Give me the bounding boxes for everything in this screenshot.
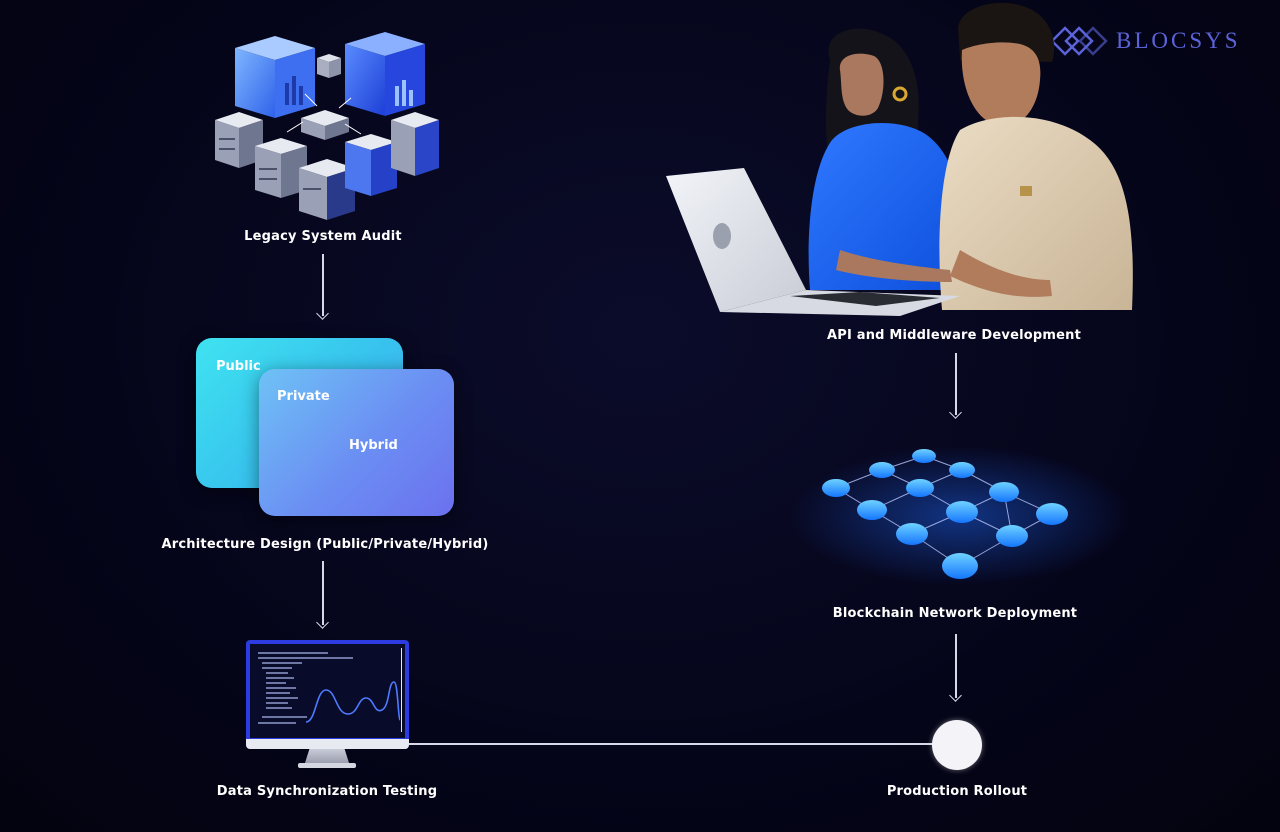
- blockchain-network-icon: [790, 446, 1130, 586]
- private-card: Private Hybrid: [259, 369, 454, 516]
- arrow-down-icon: [949, 634, 962, 702]
- private-card-label: Private: [277, 389, 330, 404]
- hybrid-card-label: Hybrid: [349, 438, 398, 453]
- monitor-foot: [298, 763, 356, 768]
- monitor-stand: [305, 749, 349, 763]
- monitor-screen: [250, 644, 405, 738]
- architecture-label: Architecture Design (Public/Private/Hybr…: [161, 537, 489, 552]
- public-card-label: Public: [216, 359, 261, 374]
- blockchain-deploy-label: Blockchain Network Deployment: [832, 606, 1078, 621]
- arrow-down-icon: [316, 254, 329, 320]
- brand-name: BLOCSYS: [1116, 28, 1241, 53]
- api-middleware-label: API and Middleware Development: [826, 328, 1082, 343]
- monitor-chin: [246, 739, 409, 749]
- legacy-audit-label: Legacy System Audit: [244, 229, 402, 244]
- connector-line: [409, 743, 934, 745]
- data-sync-label: Data Synchronization Testing: [216, 784, 438, 799]
- production-label: Production Rollout: [886, 784, 1028, 799]
- arrow-down-icon: [949, 353, 962, 419]
- arrow-down-icon: [316, 561, 329, 629]
- blocsys-logo-icon: [1050, 26, 1108, 56]
- brand-logo: BLOCSYS: [1048, 24, 1241, 58]
- wave-chart-icon: [305, 681, 400, 723]
- server-blocks-icon: [215, 32, 439, 220]
- rollout-dot: [932, 720, 982, 770]
- team-laptop-illustration: [666, 2, 1133, 316]
